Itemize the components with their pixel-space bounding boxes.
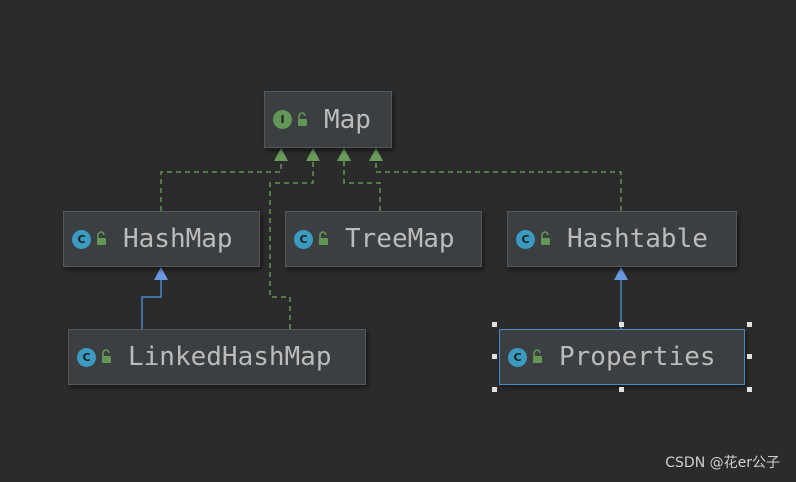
node-label: TreeMap xyxy=(345,224,455,254)
node-linkedhashmap[interactable]: C LinkedHashMap xyxy=(68,329,366,385)
resize-handle-top[interactable] xyxy=(619,322,624,327)
node-label: Map xyxy=(324,104,371,135)
resize-handle-bottom[interactable] xyxy=(619,387,624,392)
arrowhead-hashmap-map xyxy=(274,148,288,161)
interface-badge-icon: I xyxy=(273,110,292,129)
open-lock-icon xyxy=(541,231,550,245)
node-map[interactable]: I Map xyxy=(264,91,392,148)
class-badge-icon: C xyxy=(77,347,96,367)
edge-linkedhashmap-extends-hashmap xyxy=(141,279,162,329)
resize-handle-bottom-left[interactable] xyxy=(492,387,497,392)
node-label: Properties xyxy=(559,342,716,372)
arrowhead-treemap-map xyxy=(337,148,351,161)
arrowhead-linkedhashmap-map xyxy=(306,148,320,161)
arrowhead-linkedhashmap-hashmap xyxy=(154,267,168,280)
node-label: LinkedHashMap xyxy=(128,342,332,372)
node-hashmap[interactable]: C HashMap xyxy=(63,211,260,267)
edge-linkedhashmap-implements-map xyxy=(269,160,314,329)
class-badge-icon: C xyxy=(72,229,91,249)
arrowhead-properties-hashtable xyxy=(614,267,628,280)
node-label: HashMap xyxy=(123,224,233,254)
node-treemap[interactable]: C TreeMap xyxy=(285,211,482,267)
open-lock-icon xyxy=(298,111,307,126)
resize-handle-right[interactable] xyxy=(747,354,752,359)
edge-hashtable-implements-map xyxy=(375,160,622,211)
class-badge-icon: C xyxy=(516,229,535,249)
resize-handle-top-right[interactable] xyxy=(747,322,752,327)
edge-treemap-implements-map xyxy=(343,160,381,211)
node-label: Hashtable xyxy=(567,224,708,254)
class-badge-icon: C xyxy=(508,347,527,367)
open-lock-icon xyxy=(533,349,542,363)
arrowhead-hashtable-map xyxy=(369,148,383,161)
resize-handle-bottom-right[interactable] xyxy=(747,387,752,392)
node-properties[interactable]: C Properties xyxy=(499,329,745,385)
class-badge-icon: C xyxy=(294,229,313,249)
open-lock-icon xyxy=(102,349,111,363)
open-lock-icon xyxy=(319,231,328,245)
edge-hashmap-implements-map xyxy=(160,160,282,211)
node-hashtable[interactable]: C Hashtable xyxy=(507,211,737,267)
resize-handle-top-left[interactable] xyxy=(492,322,497,327)
open-lock-icon xyxy=(97,231,106,245)
watermark: CSDN @花er公子 xyxy=(665,455,780,471)
resize-handle-left[interactable] xyxy=(492,354,497,359)
